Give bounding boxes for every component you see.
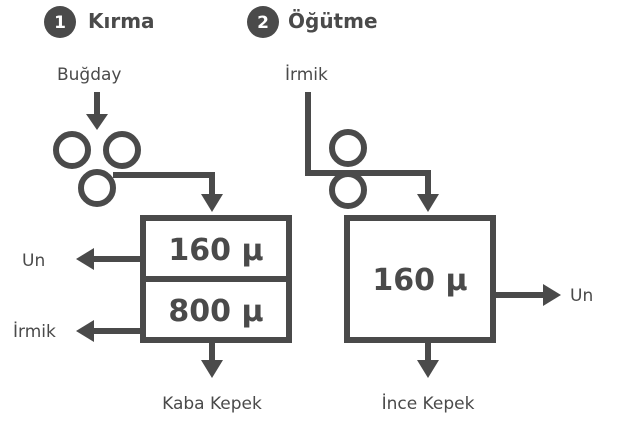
step1-semolina-arrow — [76, 320, 143, 342]
step2-roller-top — [329, 129, 367, 167]
step1-input-arrow — [86, 92, 108, 130]
step1-title: Kırma — [88, 9, 155, 33]
step2-badge — [247, 6, 279, 38]
step2-sieve-size: 160 µ — [372, 263, 467, 298]
step2-roller-bottom — [329, 171, 367, 209]
step1-roller-right — [103, 131, 141, 169]
step1-coarse-bran-label: Kaba Kepek — [162, 394, 262, 414]
step2-number: 2 — [257, 13, 269, 33]
step1-number: 1 — [54, 13, 66, 33]
step1-input-label: Buğday — [57, 65, 122, 85]
step2-bran-arrow — [417, 340, 439, 378]
step1-roller-bottom — [78, 169, 116, 207]
step2-input-path — [305, 92, 439, 212]
step1-top-sieve-size: 160 µ — [168, 233, 263, 268]
step1-flour-label: Un — [22, 251, 45, 271]
step1-sieve-box — [140, 215, 292, 343]
step1-roller-group — [53, 131, 141, 207]
step2-flour-label: Un — [570, 286, 593, 306]
step2-roller-group — [329, 129, 367, 209]
step1-badge — [44, 6, 76, 38]
step1-semolina-label: İrmik — [13, 321, 56, 342]
step1-bran-arrow — [201, 340, 223, 378]
step2-sieve-box — [344, 215, 496, 343]
step1-bottom-sieve-size: 800 µ — [168, 294, 263, 329]
step1-feed-arrow — [113, 172, 223, 212]
step1-flour-arrow — [76, 248, 143, 270]
step2-flour-arrow — [493, 284, 561, 306]
step2-fine-bran-label: İnce Kepek — [382, 393, 475, 414]
step1-roller-left — [53, 131, 91, 169]
step2-title: Öğütme — [288, 9, 378, 33]
step2-input-label: İrmik — [285, 64, 328, 85]
